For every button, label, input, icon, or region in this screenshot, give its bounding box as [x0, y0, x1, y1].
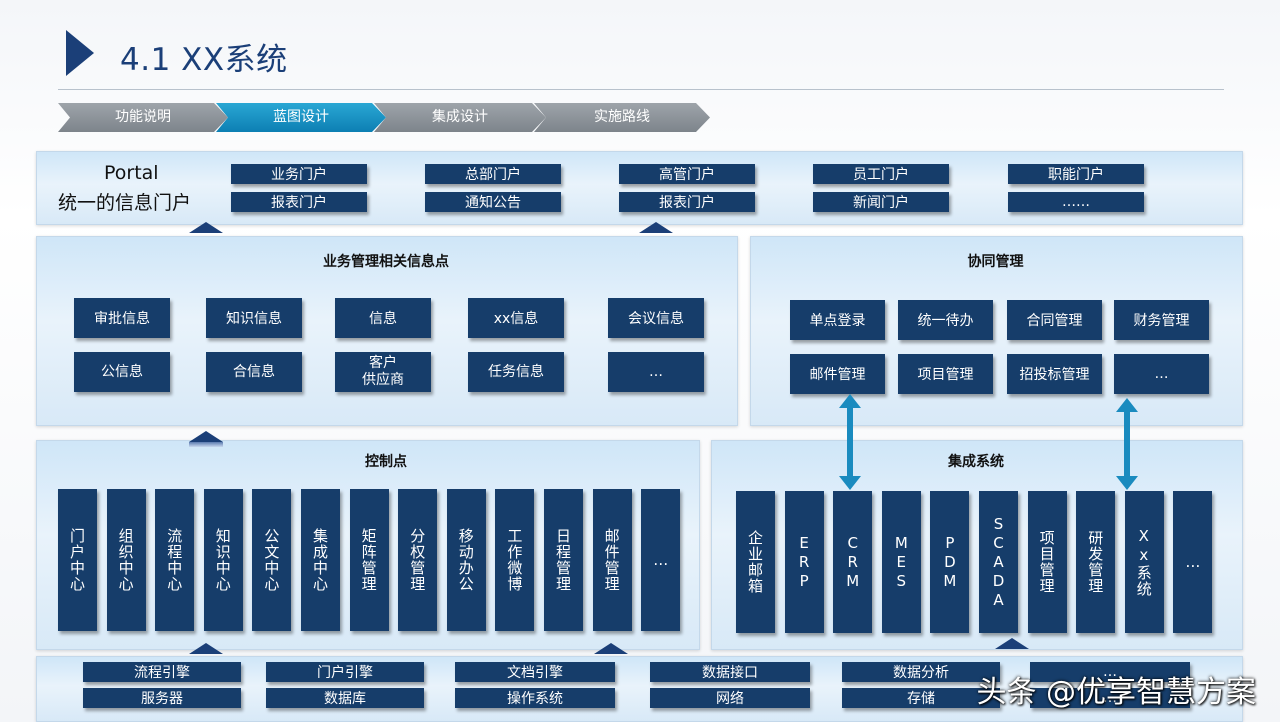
portal-title: Portal	[104, 162, 159, 184]
infra-item[interactable]: 流程引擎	[83, 662, 241, 682]
control-point-item[interactable]: 组织中心	[106, 489, 146, 631]
infra-item[interactable]: 操作系统	[455, 688, 615, 708]
portal-panel	[36, 151, 1243, 225]
double-arrow-down-icon	[839, 476, 861, 490]
portal-item[interactable]: 高管门户	[619, 164, 755, 184]
integration-system-item[interactable]: PDM	[930, 491, 970, 633]
portal-subtitle: 统一的信息门户	[58, 192, 192, 214]
control-point-item[interactable]: 工作微博	[495, 489, 535, 631]
integration-system-item[interactable]: …	[1173, 491, 1213, 633]
up-arrow-icon	[594, 643, 628, 654]
collab-item[interactable]: 财务管理	[1114, 300, 1209, 340]
business-info-item[interactable]: 会议信息	[608, 298, 704, 338]
integration-system-item[interactable]: CRM	[833, 491, 873, 633]
integration-system-item[interactable]: SCADA	[979, 491, 1018, 633]
infra-item[interactable]: 文档引擎	[455, 662, 615, 682]
portal-item[interactable]: 职能门户	[1008, 164, 1144, 184]
portal-item[interactable]: 报表门户	[619, 192, 755, 212]
business-info-item[interactable]: 客户 供应商	[335, 352, 431, 392]
control-point-item[interactable]: …	[641, 489, 681, 631]
integration-system-item[interactable]: Xx系统	[1124, 491, 1164, 633]
infra-item[interactable]: …	[1030, 688, 1190, 708]
up-arrow-icon	[189, 643, 223, 654]
step-implementation-roadmap[interactable]: 实施路线	[534, 103, 710, 132]
double-arrow-shaft	[1124, 411, 1130, 477]
double-arrow-up-icon	[839, 394, 861, 408]
integration-system-item[interactable]: 项目管理	[1027, 491, 1067, 633]
collab-item[interactable]: 合同管理	[1007, 300, 1102, 340]
double-arrow-down-icon	[1116, 476, 1138, 490]
title-divider	[58, 89, 1224, 90]
step-function-description[interactable]: 功能说明	[58, 103, 228, 132]
business-info-item[interactable]: 审批信息	[74, 298, 170, 338]
page-title: 4.1 XX系统	[120, 42, 288, 78]
title-triangle-icon	[66, 30, 94, 76]
infra-item[interactable]: 数据接口	[650, 662, 810, 682]
control-point-item[interactable]: 邮件管理	[592, 489, 632, 631]
business-panel-title: 业务管理相关信息点	[323, 254, 449, 270]
control-point-item[interactable]: 移动办公	[446, 489, 486, 631]
up-arrow-icon	[639, 222, 673, 233]
up-arrow-base	[189, 442, 223, 447]
business-info-item[interactable]: 信息	[335, 298, 431, 338]
integration-system-item[interactable]: 企业邮箱	[736, 491, 775, 633]
portal-item[interactable]: ……	[1008, 192, 1144, 212]
control-point-item[interactable]: 门户中心	[58, 489, 97, 631]
up-arrow-icon	[189, 431, 223, 442]
integration-system-item[interactable]: ERP	[784, 491, 824, 633]
portal-item[interactable]: 员工门户	[813, 164, 949, 184]
infra-item[interactable]: 门户引擎	[266, 662, 424, 682]
control-point-item[interactable]: 分权管理	[398, 489, 438, 631]
infra-item[interactable]: 数据库	[266, 688, 424, 708]
collab-item[interactable]: 统一待办	[898, 300, 993, 340]
collab-panel-title: 协同管理	[967, 254, 1024, 270]
control-panel-title: 控制点	[365, 454, 407, 470]
collab-item[interactable]: 邮件管理	[790, 354, 885, 394]
infra-item[interactable]: …	[1030, 662, 1190, 682]
infra-item[interactable]: 数据分析	[842, 662, 1000, 682]
infra-item[interactable]: 网络	[650, 688, 810, 708]
control-point-item[interactable]: 日程管理	[544, 489, 583, 631]
up-arrow-icon	[995, 638, 1029, 649]
control-point-item[interactable]: 知识中心	[203, 489, 243, 631]
portal-item[interactable]: 新闻门户	[813, 192, 949, 212]
portal-item[interactable]: 业务门户	[231, 164, 367, 184]
business-info-item[interactable]: 公信息	[74, 352, 170, 392]
integration-panel-title: 集成系统	[948, 454, 1004, 470]
step-integration-design[interactable]: 集成设计	[374, 103, 546, 132]
control-point-item[interactable]: 公文中心	[252, 489, 292, 631]
collab-item[interactable]: 项目管理	[898, 354, 993, 394]
business-info-item[interactable]: 知识信息	[206, 298, 302, 338]
infra-item[interactable]: 服务器	[83, 688, 241, 708]
control-point-item[interactable]: 集成中心	[301, 489, 340, 631]
business-info-item[interactable]: …	[608, 352, 704, 392]
control-point-item[interactable]: 矩阵管理	[349, 489, 389, 631]
integration-system-item[interactable]: 研发管理	[1076, 491, 1116, 633]
portal-item[interactable]: 总部门户	[425, 164, 561, 184]
collab-item[interactable]: 招投标管理	[1007, 354, 1102, 394]
business-info-item[interactable]: 任务信息	[468, 352, 564, 392]
business-info-item[interactable]: 合信息	[206, 352, 302, 392]
integration-system-item[interactable]: MES	[881, 491, 921, 633]
business-info-item[interactable]: xx信息	[468, 298, 564, 338]
collab-item[interactable]: 单点登录	[790, 300, 885, 340]
collab-item[interactable]: …	[1114, 354, 1209, 394]
portal-item[interactable]: 报表门户	[231, 192, 367, 212]
portal-item[interactable]: 通知公告	[425, 192, 561, 212]
double-arrow-shaft	[847, 407, 853, 477]
step-blueprint-design[interactable]: 蓝图设计	[216, 103, 386, 132]
watermark-text: 头条 @优享智慧方案	[976, 675, 1256, 710]
up-arrow-icon	[189, 222, 223, 233]
infra-item[interactable]: 存储	[842, 688, 1000, 708]
control-point-item[interactable]: 流程中心	[155, 489, 195, 631]
double-arrow-up-icon	[1116, 398, 1138, 412]
